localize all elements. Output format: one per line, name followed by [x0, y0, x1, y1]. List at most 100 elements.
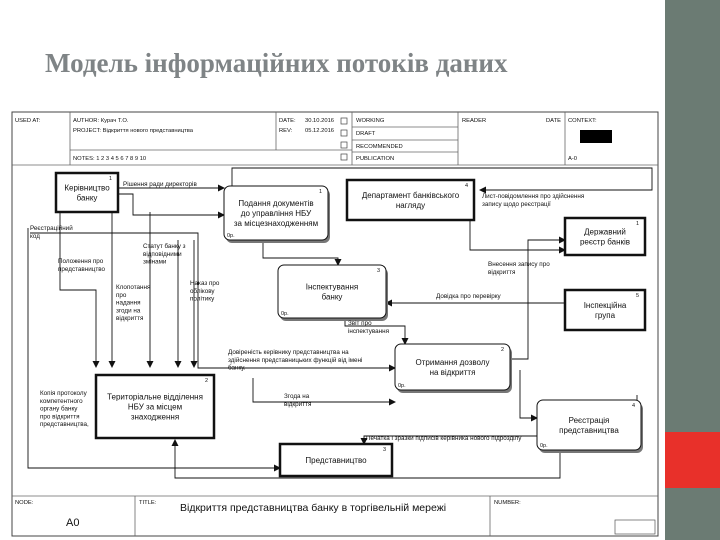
arrow-label-line: представництво — [58, 266, 106, 273]
arrow-label-line: відкриття — [116, 314, 143, 322]
box-ref: 0р. — [540, 443, 548, 449]
box-label-line: Територіальне відділення — [107, 392, 203, 401]
context-thumbnail — [580, 130, 612, 143]
used-at-label: USED AT: — [15, 118, 41, 124]
box-label-line: представництва — [559, 426, 619, 435]
arrow-label-line: відкриття — [488, 268, 515, 276]
rev-label: REV: — [279, 128, 293, 134]
notes-field: NOTES: 1 2 3 4 5 6 7 8 9 10 — [73, 156, 146, 162]
connectors — [27, 167, 653, 479]
arrow-label-pechatka: Печатка і зразки підписів керівника ново… — [366, 434, 522, 442]
reader-label: READER — [462, 118, 486, 124]
box-number: 1 — [319, 189, 322, 195]
arrow-label-line: органу банку — [40, 405, 78, 413]
box-number: 2 — [205, 378, 208, 384]
header-grid — [12, 112, 658, 166]
arrow-label-line: Внесення запису про — [488, 261, 550, 268]
arrow-label-line: Копія протоколу — [40, 389, 88, 397]
date-label: DATE: — [279, 118, 296, 124]
box-number: 3 — [377, 268, 380, 274]
box-label-line: Державний — [584, 227, 626, 236]
box-label-line: Інспектування — [306, 282, 359, 291]
arrow-label-line: Згода на — [284, 393, 310, 400]
arrow-label-dovirenist: Довіреність керівнику представництва наз… — [228, 348, 362, 372]
box-label-line: Представництво — [305, 456, 367, 465]
arrow-label-line: відповідними — [143, 250, 182, 258]
arrow-label-line: інспектування — [348, 327, 389, 335]
arrow-label-line: представництва, — [40, 421, 89, 428]
date2-label: DATE — [546, 118, 561, 124]
date-value: 30.10.2016 — [305, 118, 334, 124]
arrow-label-line: Рішення ради директорів — [123, 180, 197, 188]
box-label-line: банку — [77, 193, 98, 202]
arrow-label-line: Довідка про перевірку — [436, 292, 502, 300]
footer-grid — [12, 495, 658, 536]
context-label: CONTEXT: — [568, 118, 597, 124]
diagram-title: Відкриття представництва банку в торгіве… — [180, 502, 446, 514]
rev-value: 05.12.2016 — [305, 128, 334, 134]
arrow-label-line: код — [30, 233, 40, 240]
status-publication: PUBLICATION — [356, 156, 394, 162]
page-box — [614, 519, 656, 535]
box-ref: 0р. — [398, 383, 406, 389]
box-number: 3 — [383, 447, 386, 453]
arrow-label-dovidka: Довідка про перевірку — [436, 292, 502, 300]
arrow-label-line: змінами — [143, 258, 167, 266]
box-label-line: Керівництво — [64, 183, 110, 192]
arrow-label-line: згоди на — [116, 307, 141, 314]
box-label-line: реєстр банків — [580, 237, 630, 246]
arrow-label-line: облікову — [190, 287, 215, 295]
accent-block — [665, 432, 720, 488]
number-label: NUMBER: — [494, 500, 521, 506]
box-label-line: Отримання дозволу — [416, 358, 490, 367]
label-layer: Рішення ради директорівЛист-повідомлення… — [30, 180, 584, 442]
arrow-label-line: політику — [190, 295, 215, 303]
status-working: WORKING — [356, 118, 385, 124]
node-ref: A-0 — [568, 156, 577, 162]
arrow-label-line: Лист-повідомлення про здійснення — [482, 192, 584, 200]
box-ref: 0р. — [227, 233, 235, 239]
arrow-label-line: про — [116, 292, 127, 299]
box-label-line: на відкриття — [430, 368, 476, 377]
arrow-label-line: Положення про — [58, 258, 104, 265]
arrow-label-line: здійснення представницьких функцій від і… — [228, 356, 362, 364]
box-number: 1 — [109, 176, 112, 182]
project-field: PROJECT: Відкриття нового представництва — [73, 128, 194, 134]
box-label-line: Подання документів — [238, 199, 313, 208]
arrow-label-line: банку. — [228, 364, 246, 372]
arrow-label-line: про відкриття — [40, 412, 80, 420]
arrow-label-line: надання — [116, 300, 141, 307]
author-field: AUTHOR: Курач Т.О. — [73, 118, 129, 124]
box-label-line: за місцезнаходженням — [234, 219, 318, 228]
box-number: 5 — [636, 293, 639, 299]
status-draft: DRAFT — [356, 131, 376, 137]
box-number: 4 — [632, 403, 635, 409]
box-label-line: банку — [322, 292, 343, 301]
box-label-line: Департамент банківського — [362, 191, 460, 200]
box-label-line: до управління НБУ — [241, 209, 312, 218]
arrow-label-line: Звіт про — [348, 319, 372, 327]
node-value: A0 — [66, 517, 79, 529]
arrow-label-line: Статут банку з — [143, 242, 186, 250]
arrow-label-line: Печатка і зразки підписів керівника ново… — [366, 434, 522, 442]
arrow-label-line: Наказ про — [190, 280, 220, 287]
